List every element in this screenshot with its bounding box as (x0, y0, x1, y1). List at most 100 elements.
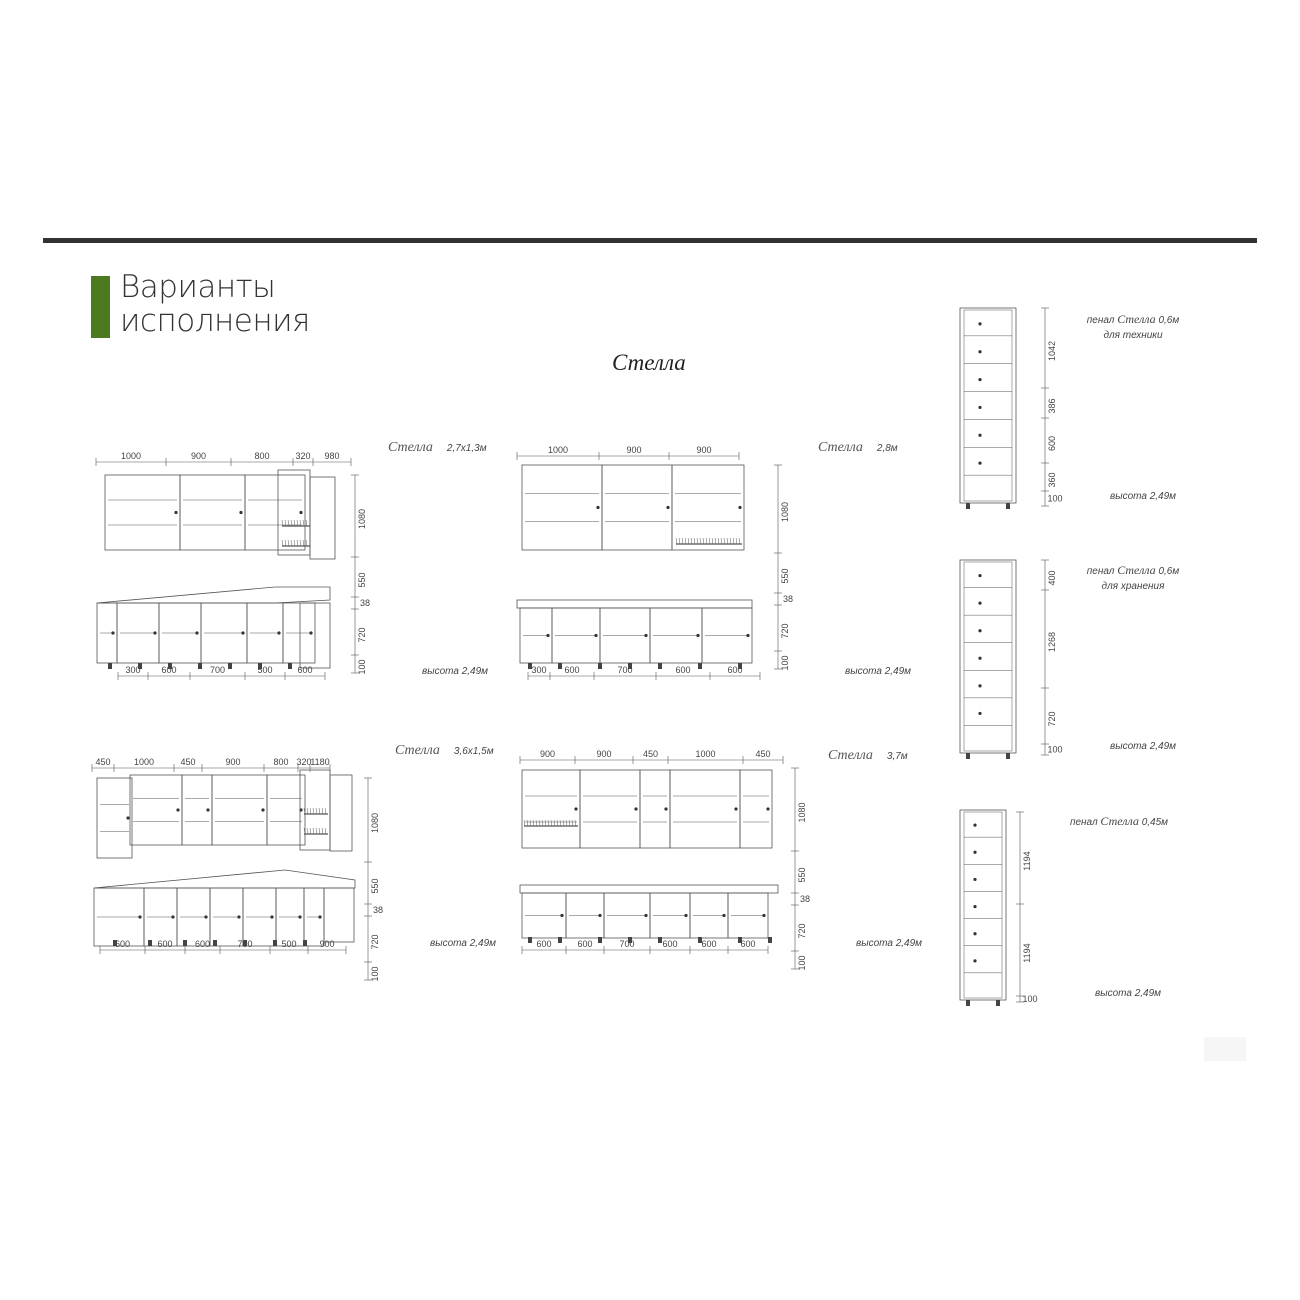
pencil-3-leg-1 (966, 1000, 970, 1006)
l4-upper-handle-4 (766, 807, 770, 811)
l3-leg-6 (303, 940, 307, 946)
l2-lower-dim-label-2: 700 (617, 665, 632, 675)
l1-lower-dim-label-4: 600 (297, 665, 312, 675)
pencil-1-leg-1 (966, 503, 970, 509)
layout-1-name: Стелла (388, 440, 433, 455)
l4-rack-9 (550, 819, 553, 827)
top-divider-bar (43, 238, 1257, 243)
l2-rack-16 (723, 537, 726, 545)
l4-rack-6 (541, 819, 544, 827)
l2-rack-21 (738, 537, 741, 545)
pencil-3-name: Стелла (1100, 814, 1139, 828)
l3-vdim-vlabel-2: 38 (373, 905, 383, 915)
pencil-3-label: пенал Стелла 0,45м (1064, 814, 1174, 830)
l3-lower-handle-5 (298, 915, 302, 919)
l1-rack-1-4 (293, 519, 296, 527)
l1-lower-handle-2 (195, 631, 199, 635)
l2-leg-3 (628, 663, 632, 669)
l4-rack-11 (556, 819, 559, 827)
pencil-1-vdim-vlabel-4: 100 (1047, 494, 1062, 504)
l3-upper-a-handle-0 (126, 816, 130, 820)
l2-leg-0 (528, 663, 532, 669)
l4-rack-16 (571, 819, 574, 827)
l3-lower-dim-label-5: 900 (319, 939, 334, 949)
l3-leg-1 (148, 940, 152, 946)
l2-rack-1 (678, 537, 681, 545)
l3-vdim-vlabel-3: 720 (370, 934, 380, 949)
l3-upper-b-cab-0 (129, 774, 183, 846)
l3-rack-2-2 (309, 827, 312, 835)
l4-upper-cab-0 (521, 769, 581, 849)
layout-2-height: высота 2,49м (845, 666, 912, 677)
l3-rack-2-4 (315, 827, 318, 835)
l2-rack-2 (681, 537, 684, 545)
l2-lower-dim-label-1: 600 (564, 665, 579, 675)
pencil-3-handle-6 (973, 959, 977, 963)
l4-rack-7 (544, 819, 547, 827)
l1-upper-handle-2 (299, 510, 303, 515)
l4-rack-14 (565, 819, 568, 827)
l2-lower-dim-label-0: 300 (531, 665, 546, 675)
pencil-1-inner (963, 309, 1013, 502)
pencil-2-label: пенал Стелла 0,6м для хранения (1078, 563, 1188, 594)
l1-lower-handle-4 (277, 631, 281, 635)
pencil-2-leg-1 (966, 753, 970, 759)
l3-upper-end (329, 774, 353, 852)
l1-vdim-vlabel-2: 38 (360, 598, 370, 608)
l3-upper-b-cab-3 (266, 774, 306, 846)
l3-upper-dim-label-2: 450 (180, 757, 195, 767)
l4-lower-handle-2 (644, 913, 648, 918)
l2-upper-dim-label-2: 900 (696, 445, 711, 455)
pencil-2-handle-1 (978, 573, 982, 578)
pencil-1-width: 0,6м (1158, 315, 1180, 326)
pencil-3-handle-4 (973, 904, 977, 909)
pencil-3-vdim-vlabel-2: 100 (1022, 994, 1037, 1004)
l3-rack-2-1 (306, 827, 309, 835)
layout-4-name: Стелла (828, 748, 873, 763)
l1-leg-0 (108, 663, 112, 669)
pencil-1-vdim-vlabel-0: 1042 (1047, 341, 1057, 361)
l4-lower-handle-3 (684, 913, 688, 918)
l3-leg-2 (183, 940, 187, 946)
l2-rack-6 (693, 537, 696, 545)
pencil-3-handle-2 (973, 850, 977, 854)
l2-vdim-vlabel-1: 550 (780, 568, 790, 583)
l1-rack-1-1 (284, 519, 287, 527)
pencil-2-handle-4 (978, 656, 982, 660)
layout-2-size: 2,8м (876, 443, 898, 454)
l3-lower-dim-label-2: 600 (195, 939, 210, 949)
l4-lower-handle-4 (722, 913, 726, 918)
l1-rack-1-6 (299, 519, 302, 527)
l4-upper-handle-1 (634, 807, 638, 811)
l4-upper-dim-label-4: 450 (755, 749, 770, 759)
pencil-1-handle-6 (978, 461, 982, 465)
pencil-3-body (959, 809, 1007, 1001)
l3-lower-handle-1 (171, 915, 175, 919)
l4-lower-dim-label-2: 700 (619, 939, 634, 949)
l1-upper-handle-1 (239, 510, 243, 515)
l4-vdim-vlabel-1: 550 (797, 867, 807, 882)
pencil-2-height: высота 2,49м (1110, 741, 1177, 752)
l3-rack-2-7 (324, 827, 327, 835)
l1-rack-2-7 (302, 539, 305, 547)
l1-upper-dim-label-1: 900 (191, 451, 206, 461)
l1-vdim-vlabel-4: 100 (357, 659, 367, 674)
l1-rack-1-5 (296, 519, 299, 527)
l1-lower-handle-3 (241, 631, 245, 635)
l4-vdim-vlabel-0: 1080 (797, 802, 807, 822)
l3-upper-dim-label-0: 450 (95, 757, 110, 767)
pencil-1-purpose: для техники (1103, 330, 1163, 341)
l1-vdim-vlabel-1: 550 (357, 572, 367, 587)
l2-rack-8 (699, 537, 702, 545)
l1-leg-1 (138, 663, 142, 669)
pencil-1-handle-1 (978, 322, 982, 326)
l3-rack-2-3 (312, 827, 315, 835)
l2-rack-4 (687, 537, 690, 545)
l1-lower-dim-label-3: 500 (257, 665, 272, 675)
pencil-1-leg-2 (1006, 503, 1010, 509)
pencil-2-handle-2 (978, 601, 982, 605)
layout-1-height: высота 2,49м (422, 666, 489, 677)
l2-rack-12 (711, 537, 714, 545)
